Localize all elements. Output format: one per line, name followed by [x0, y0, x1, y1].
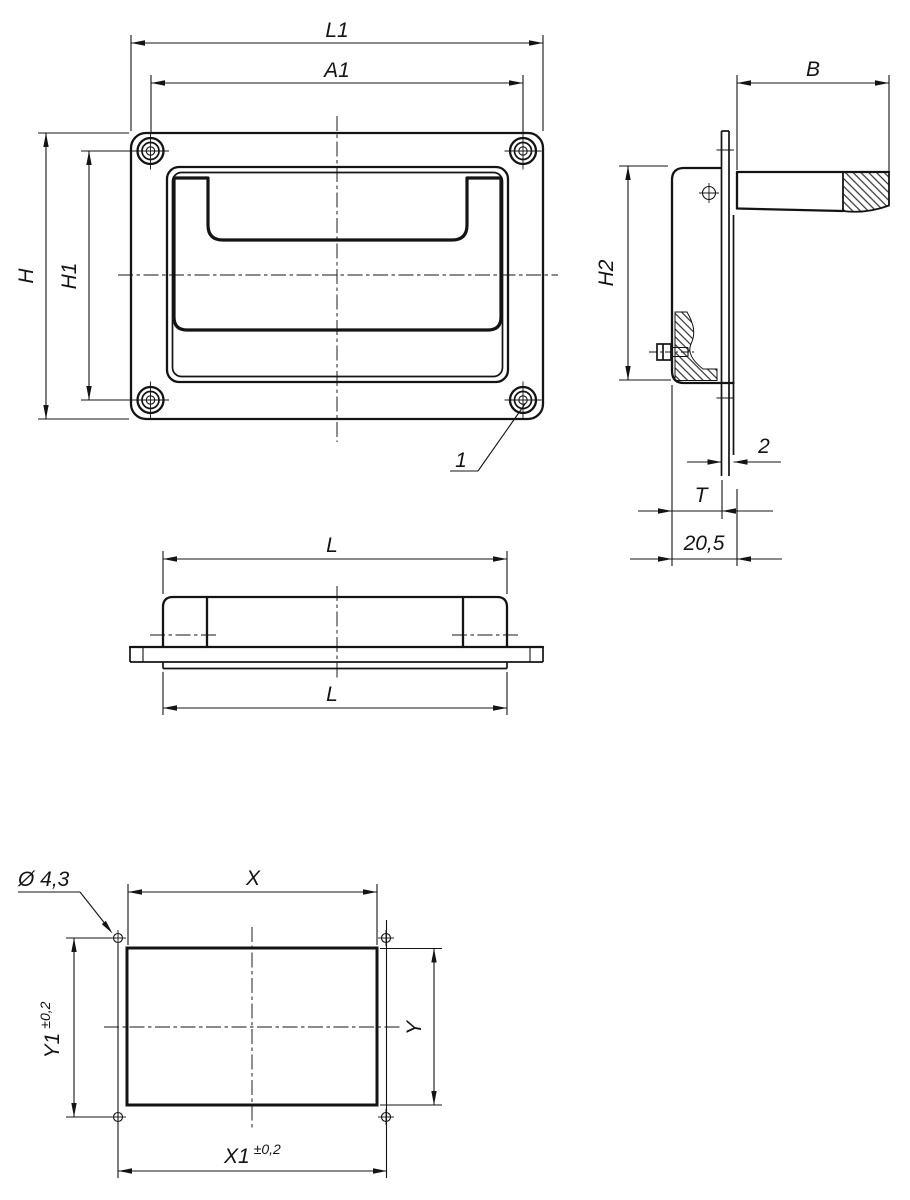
dim-label-a1: A1 [322, 59, 350, 82]
dim-label-l1: L1 [325, 19, 348, 42]
dim-label-l-lower: L [326, 683, 338, 706]
handle-grip-arm [735, 170, 891, 213]
dimension-l-lower: L [162, 672, 508, 715]
dimension-h2: H2 [595, 165, 671, 381]
dimension-y1: Y1±0,2 [37, 937, 112, 1118]
dim-label-hole-diameter: Ø 4,3 [17, 868, 70, 891]
dimension-l1: L1 [130, 19, 544, 131]
dimension-x: X [127, 867, 378, 945]
dim-label-h2: H2 [595, 259, 618, 286]
dimension-x1: X1±0,2 [117, 920, 388, 1178]
dim-label-total-depth: 20,5 [683, 532, 725, 555]
pivot-bolt [649, 343, 697, 361]
hole-position-marker [699, 183, 719, 203]
grip-section-hatched [842, 171, 890, 213]
recess-rim-outer [165, 165, 510, 384]
flange-edge-bar [128, 645, 545, 670]
panel-section [716, 130, 735, 476]
cutout-view: Ø 4,3 X Y X1±0,2 [17, 867, 442, 1178]
top-view: L L [128, 534, 545, 715]
dimension-y: Y [380, 947, 442, 1106]
dim-label-x1: X1±0,2 [223, 1141, 281, 1168]
flange-plate-outline [129, 131, 545, 421]
dim-label-y: Y [403, 1019, 426, 1035]
side-view: B H2 2 T [595, 58, 891, 566]
callout-hole-diameter: Ø 4,3 [17, 868, 113, 934]
mounting-cutout-rectangle [125, 946, 379, 1107]
callout-1-label: 1 [455, 449, 467, 472]
dim-label-panel-thickness: 2 [757, 435, 770, 458]
callout-1: 1 [450, 403, 526, 472]
dimension-a1: A1 [150, 59, 524, 134]
screw-hole-top-right [504, 132, 542, 170]
tray-wall-section-hatched [674, 311, 718, 381]
handle-bail [172, 176, 503, 332]
dim-label-l-upper: L [326, 534, 338, 557]
screw-hole-bottom-right [504, 381, 542, 419]
dimension-total-depth: 20,5 [630, 489, 782, 566]
dim-label-t: T [695, 484, 710, 507]
dim-label-b: B [806, 58, 820, 81]
dimension-l-upper: L [162, 534, 508, 594]
dimension-t: T [638, 385, 773, 566]
dimension-panel-thickness: 2 [687, 435, 781, 465]
recess-rim-inner [171, 171, 504, 378]
mounting-hole-top-left [110, 930, 126, 946]
tray-bracket-outline [670, 166, 735, 385]
dimension-h: H [15, 132, 129, 420]
dim-label-x: X [245, 867, 261, 890]
tray-body-outline [161, 595, 509, 649]
dim-label-h: H [15, 268, 38, 284]
dim-label-y1: Y1±0,2 [37, 1001, 64, 1058]
front-view: L1 A1 H H1 1 [15, 19, 558, 472]
dimension-b: B [736, 58, 890, 171]
dim-label-h1: H1 [58, 263, 81, 290]
dimension-h1: H1 [58, 150, 146, 401]
